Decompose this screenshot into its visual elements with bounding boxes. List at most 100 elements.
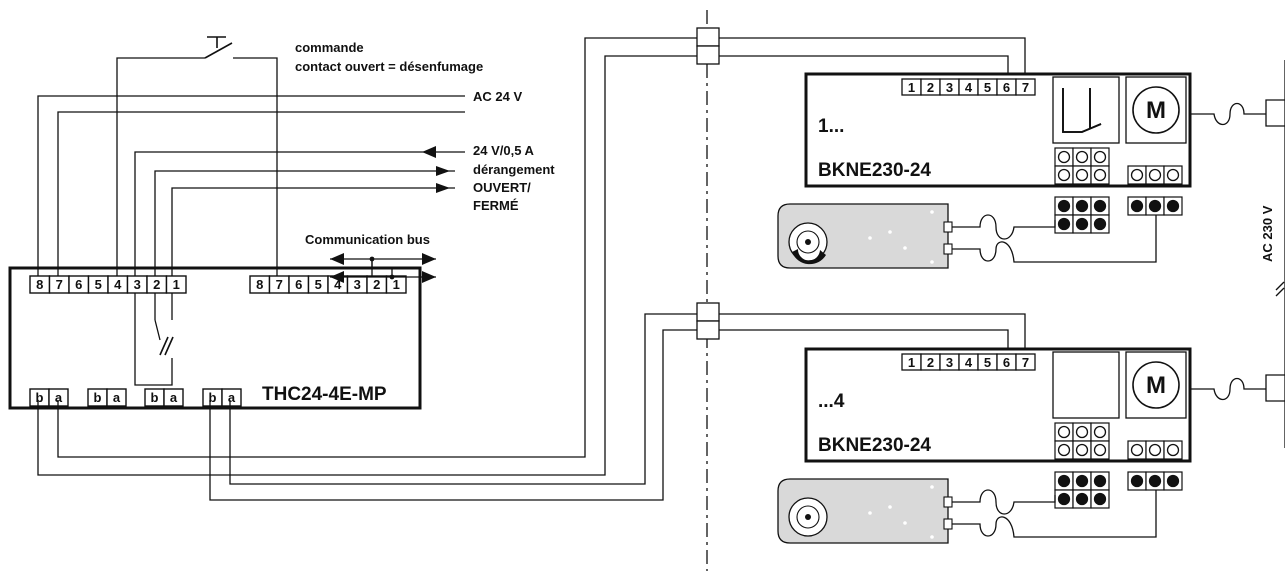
- plug-3-pin: [1130, 474, 1144, 488]
- unit-terminal-label: 2: [927, 355, 934, 370]
- open-closed-arrow: [436, 183, 450, 193]
- unit-terminal-box: [1015, 78, 1036, 96]
- controller-terminal-right-box: [385, 275, 407, 294]
- actuator-cable-2: [952, 215, 1157, 263]
- actuator-port: [943, 518, 953, 530]
- unit-socket-6-pin: [1057, 150, 1071, 164]
- unit-index-label: 1...: [818, 116, 844, 137]
- command-label: commande: [295, 40, 364, 55]
- unit-terminal-label: 7: [1022, 80, 1029, 95]
- unit-terminal-label: 2: [927, 80, 934, 95]
- plug-6-pin: [1093, 217, 1107, 231]
- unit-terminal-label: 5: [984, 355, 991, 370]
- plug-6-pin: [1075, 217, 1089, 231]
- fault-arrow: [436, 166, 450, 176]
- ac230-label: AC 230 V: [1260, 205, 1275, 262]
- unit-socket-3-pin: [1166, 443, 1180, 457]
- junction-1b: [696, 45, 720, 65]
- unit-terminal-label: 1: [908, 355, 915, 370]
- unit-terminal-label: 5: [984, 80, 991, 95]
- plug-6-pin: [1075, 474, 1089, 488]
- supply-arrow: [422, 146, 436, 158]
- bus-terminal-box: [106, 388, 127, 407]
- bus-terminal-label: b: [209, 390, 217, 405]
- plug-6-pin: [1057, 199, 1071, 213]
- plug-6-pin: [1057, 474, 1071, 488]
- command-note-label: contact ouvert = désenfumage: [295, 59, 483, 74]
- unit-terminal-label: 3: [946, 80, 953, 95]
- actuator-cable-2: [952, 490, 1157, 538]
- unit-socket-6-pin: [1075, 425, 1089, 439]
- bus-wiring: [37, 27, 1026, 501]
- actuator-port: [943, 243, 953, 255]
- ac230-supply: AC 230 V: [1190, 60, 1285, 448]
- unit-socket-6-pin: [1057, 168, 1071, 182]
- supply-label: 24 V/0,5 A: [473, 143, 535, 158]
- controller-terminal-right-label: 1: [393, 277, 400, 292]
- actuator-cable-1: [952, 489, 1056, 515]
- bus-terminal-box: [163, 388, 184, 407]
- open-closed-label-2: FERMÉ: [473, 198, 519, 213]
- unit-index-label: ...4: [818, 391, 845, 412]
- controller-terminal-label: 3: [134, 277, 141, 292]
- unit-socket-3-pin: [1130, 443, 1144, 457]
- controller-terminal-right-label: 2: [373, 277, 380, 292]
- bus-terminal-label: a: [55, 390, 63, 405]
- unit-terminal-label: 1: [908, 80, 915, 95]
- bus-terminal-label: a: [113, 390, 121, 405]
- plug-3-pin: [1130, 199, 1144, 213]
- open-closed-label: OUVERT/: [473, 180, 531, 195]
- plug-6-pin: [1093, 492, 1107, 506]
- ac24-label: AC 24 V: [473, 89, 522, 104]
- power-connector-4: [1265, 374, 1285, 402]
- motor-symbol: M: [1146, 372, 1166, 399]
- controller-name: THC24-4E-MP: [262, 384, 387, 405]
- controller-terminal-label: 4: [114, 277, 122, 292]
- unit-socket-3-pin: [1130, 168, 1144, 182]
- switch-contact-icon: [1062, 88, 1102, 133]
- unit-socket-6-pin: [1093, 443, 1107, 457]
- actuator-cable-1: [952, 214, 1056, 240]
- plug-3-pin: [1148, 199, 1162, 213]
- unit-terminal-label: 7: [1022, 355, 1029, 370]
- motor-icon: [1132, 361, 1180, 409]
- plug-6-pin: [1093, 474, 1107, 488]
- bus-label: Communication bus: [305, 232, 430, 247]
- unit-socket-3-pin: [1148, 168, 1162, 182]
- actuator-clamp: [792, 249, 826, 265]
- bus-terminal-label: a: [170, 390, 178, 405]
- unit-socket-6-pin: [1075, 443, 1089, 457]
- controller-terminal-label: 5: [95, 277, 102, 292]
- motor-symbol: M: [1146, 97, 1166, 124]
- unit-socket-6-pin: [1093, 168, 1107, 182]
- power-cable-4: [1190, 377, 1266, 401]
- plug-3-pin: [1166, 199, 1180, 213]
- plug-6-pin: [1057, 492, 1071, 506]
- controller-terminal-label: 2: [153, 277, 160, 292]
- controller-terminal-right-label: 5: [315, 277, 322, 292]
- plug-6-pin: [1075, 199, 1089, 213]
- relay-wire: [134, 293, 173, 386]
- unit-socket-3-pin: [1148, 443, 1162, 457]
- bus-terminal-label: a: [228, 390, 236, 405]
- controller-terminal-right-label: 8: [256, 277, 263, 292]
- command-switch: [204, 42, 233, 59]
- relay-contact: [159, 336, 169, 356]
- unit-terminal-label: 4: [965, 355, 973, 370]
- fault-label: dérangement: [473, 162, 555, 177]
- bus-terminal-label: b: [36, 390, 44, 405]
- controller-terminal-label: 7: [56, 277, 63, 292]
- controller-terminal-label: 8: [36, 277, 43, 292]
- controller-terminal-right-label: 7: [276, 277, 283, 292]
- junction-4b: [696, 320, 720, 340]
- junction-1a: [696, 27, 720, 47]
- unit-socket-6-pin: [1057, 443, 1071, 457]
- unit-socket-6-pin: [1075, 168, 1089, 182]
- controller-terminal-right-label: 6: [295, 277, 302, 292]
- plug-3-pin: [1148, 474, 1162, 488]
- plug-6-pin: [1093, 199, 1107, 213]
- unit-socket-6-pin: [1093, 150, 1107, 164]
